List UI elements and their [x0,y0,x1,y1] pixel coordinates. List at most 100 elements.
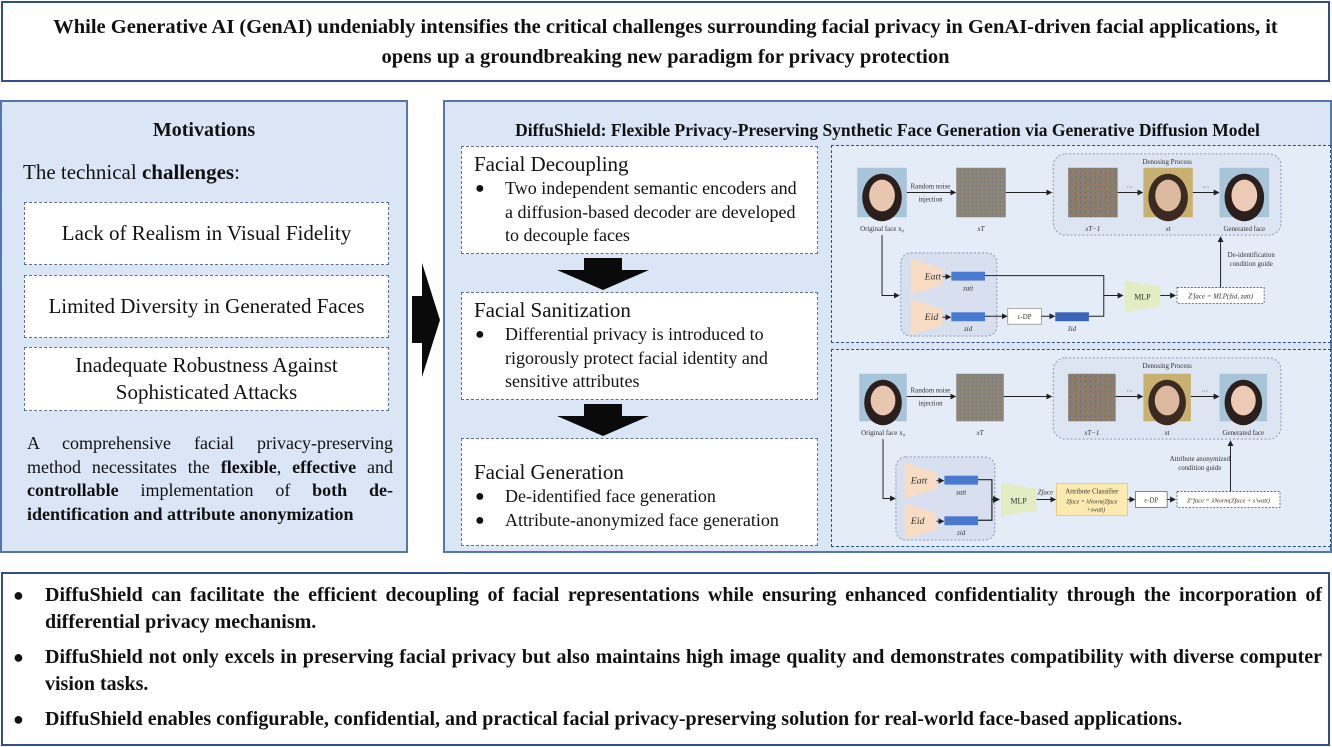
original-face-image [859,373,907,426]
step-title: Facial Sanitization [474,298,631,322]
method-title: DiffuShield: Flexible Privacy-Preserving… [515,120,1260,140]
ellipsis: ··· [1126,185,1133,192]
headline-text: While Generative AI (GenAI) undeniably i… [53,15,1278,68]
bullet-icon: ● [13,647,24,667]
bullet-icon: ● [475,511,485,529]
z-id-vector [944,516,979,526]
xt-label: xt [1165,226,1172,233]
att-encoder-icon [910,258,943,295]
partial-face-image [1143,373,1191,426]
motivations-panel: Motivations The technical challenges: La… [0,100,408,553]
id-encoder-icon [904,503,937,540]
mlp-label: MLP [1011,496,1028,505]
xT-1-label: xT−1 [1084,226,1100,233]
conclusion-text: DiffuShield can facilitate the efficient… [45,584,1322,633]
conclusion-item: ● DiffuShield not only excels in preservi… [9,644,1322,698]
step-facial-generation: Facial Generation ● De-identified face ge… [461,438,818,546]
anon-formula-box [1176,491,1281,508]
step-facial-decoupling: Facial Decoupling ● Two independent seman… [461,146,818,254]
para-text: A comprehensive facial privacy-preservin… [27,433,393,477]
para-bold: both de-identification and attribute ano… [27,480,394,524]
motivations-title: Motivations [152,119,256,141]
bullet-text: Two independent semantic encoders and a … [505,178,797,245]
deid-guide-label: condition guide [1230,261,1273,268]
anon-guide-label: Attribute anonymized [1170,456,1231,463]
bullet-text: De-identified face generation [505,486,716,506]
z-id-label: zid [963,326,973,333]
generated-face-label: Generated face [1223,430,1265,437]
id-encoder-icon [910,299,943,336]
challenge-text: Inadequate Robustness Against Sophistica… [75,353,338,404]
original-face-image [857,167,907,222]
step-title: Facial Generation [474,460,624,484]
partial-face-image [1143,167,1193,222]
anon-guide-label: condition guide [1178,465,1221,472]
step-title: Facial Decoupling [474,152,629,176]
bullet-icon: ● [475,326,485,343]
challenges-heading: The technical challenges: [23,160,240,185]
challenges-heading-prefix: The technical [23,160,142,184]
motivation-paragraph: A comprehensive facial privacy-preservin… [27,432,393,526]
bullet-text: Attribute-anonymized face generation [505,509,779,530]
denoising-label: Denosing Process [1142,159,1192,166]
generated-face-image [1219,373,1268,426]
attribute-classifier-box [1055,483,1128,516]
bullet-icon: ● [13,709,24,729]
attribute-anonymization-svg: Original face x₀ Random noise injection … [859,357,1282,541]
E-id-label: Eid [910,516,925,527]
z-att-label: zatt [962,286,974,293]
step-bullet: ● Differential privacy is introduced to r… [474,323,807,394]
generated-face-image [1219,167,1270,222]
method-panel: DiffuShield: Flexible Privacy-Preserving… [443,100,1332,553]
noisy-face-image [1068,167,1118,218]
step-facial-sanitization: Facial Sanitization ● Differential privac… [461,292,818,400]
original-face-label: Original face x₀ [861,430,905,437]
E-att-label: Eatt [924,272,942,283]
challenge-box: Limited Diversity in Generated Faces [24,275,389,338]
down-arrow-icon [557,258,649,290]
ellipsis: ··· [1202,185,1209,192]
para-bold: effective [292,456,357,477]
noise-label: Random noise [911,388,951,395]
xT-1-label: xT−1 [1083,430,1099,437]
E-att-label: Eatt [910,476,928,487]
para-text: implementation of [118,480,313,500]
challenge-text: Limited Diversity in Generated Faces [48,294,365,318]
bullet-text: Differential privacy is introduced to ri… [505,324,768,391]
bullet-icon: ● [475,180,485,197]
conclusion-text: DiffuShield not only excels in preservin… [45,646,1322,695]
noisy-face-image [1068,373,1116,422]
xT-label: xT [976,430,985,437]
E-id-label: Eid [924,312,939,323]
generated-face-label: Generated face [1224,226,1266,233]
step-bullet: ● Attribute-anonymized face generation [474,509,807,533]
para-bold: flexible [220,456,277,477]
z-att-vector [944,475,979,485]
noise-image [956,373,1004,422]
noise-image [956,167,1006,218]
denoising-label: Denosing Process [1142,363,1192,370]
mlp-icon [1124,280,1161,313]
dp-label: ε-DP [1144,497,1158,504]
xt-label: xt [1164,430,1171,437]
z-id-label: zid [956,530,966,537]
ellipsis: ··· [1201,389,1208,396]
noise-label: Random noise [911,184,951,191]
ellipsis: ··· [1126,389,1133,396]
challenge-box: Inadequate Robustness Against Sophistica… [24,347,389,411]
conclusions-panel: ● DiffuShield can facilitate the efficien… [1,572,1330,746]
down-arrow-icon [557,404,649,436]
conclusion-text: DiffuShield enables configurable, confid… [45,708,1183,730]
right-arrow-icon [412,263,440,377]
z-id-vector [951,312,985,322]
deidentification-svg: Original face x₀ Random noise injection … [857,153,1282,337]
headline-banner: While Generative AI (GenAI) undeniably i… [1,1,1330,82]
classifier-formula: +swatt) [1087,506,1106,513]
deid-guide-label: De-identification [1228,252,1276,259]
deidentification-diagram: Original face x₀ Random noise injection … [831,145,1331,343]
mlp-icon [1000,482,1037,517]
para-bold: controllable [27,480,119,500]
conclusion-item: ● DiffuShield enables configurable, confi… [9,706,1322,733]
deid-formula: Z′face = MLP(ẑid, zatt) [1188,293,1254,300]
anon-formula: Z″face = λNorm(Zface + s′watt) [1187,497,1270,504]
